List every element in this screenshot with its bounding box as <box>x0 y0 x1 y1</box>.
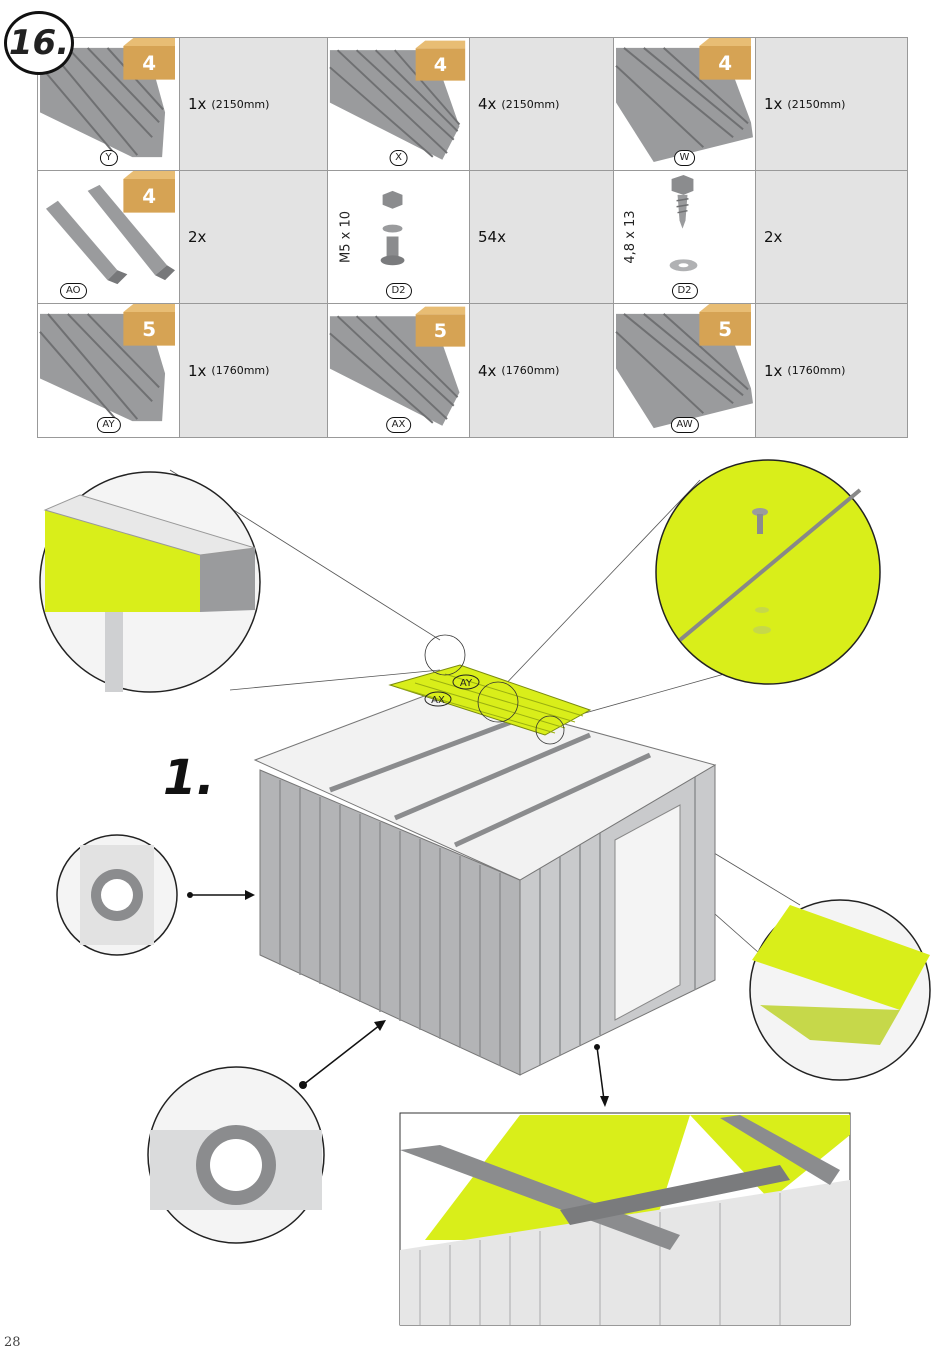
part-quantity-ax: 4x(1760mm) <box>470 304 614 438</box>
part-quantity-w: 1x(2150mm) <box>756 38 908 171</box>
hardware-size-label: 4,8 x 13 <box>623 210 639 264</box>
part-quantity-d2-screw: 2x <box>756 171 908 304</box>
part-image-aw: 5 AW <box>614 304 756 438</box>
svg-text:5: 5 <box>142 318 156 341</box>
part-image-ax: 5 AX <box>328 304 470 438</box>
detail-zoom-level-bottom <box>147 1066 325 1244</box>
part-image-x: 4 X <box>328 38 470 171</box>
svg-text:5: 5 <box>434 320 447 342</box>
assembly-illustration: AY AX <box>39 459 931 1326</box>
part-label: AX <box>385 417 412 433</box>
part-image-d2-bolt: M5 x 10 D2 <box>328 171 470 304</box>
part-quantity-aw: 1x(1760mm) <box>756 304 908 438</box>
part-label: W <box>673 150 696 166</box>
part-label: D2 <box>385 283 412 299</box>
part-quantity-y: 1x(2150mm) <box>180 38 328 171</box>
hardware-size-label: M5 x 10 <box>338 211 354 263</box>
parts-table: 4 Y 1x(2150mm) 4 X 4x(2150mm) 4 W 1x(215… <box>37 37 908 438</box>
svg-text:4: 4 <box>434 54 447 76</box>
part-image-ao: 4 AO <box>38 171 180 304</box>
part-image-w: 4 W <box>614 38 756 171</box>
interior-view <box>399 1112 851 1326</box>
sub-step-number: 1. <box>163 750 215 806</box>
part-quantity-x: 4x(2150mm) <box>470 38 614 171</box>
svg-text:AX: AX <box>431 695 445 706</box>
page-number: 28 <box>4 1335 21 1350</box>
part-label: AY <box>96 417 121 433</box>
part-image-d2-screw: 4,8 x 13 D2 <box>614 171 756 304</box>
step-number-badge: 16. <box>4 11 74 75</box>
svg-text:4: 4 <box>142 52 156 75</box>
part-quantity-ao: 2x <box>180 171 328 304</box>
detail-zoom-level-left <box>56 834 178 956</box>
screw-icon <box>669 174 698 272</box>
shed-body: AY AX <box>253 634 717 1076</box>
roof-panel-icon: 4 <box>615 38 753 163</box>
part-quantity-ay: 1x(1760mm) <box>180 304 328 438</box>
part-label: Y <box>99 150 118 166</box>
bolt-icon <box>380 190 405 266</box>
detail-zoom-overlap <box>749 899 931 1081</box>
roof-panel-icon: 5 <box>39 304 175 422</box>
part-label: X <box>389 150 408 166</box>
part-image-ay: 5 AY <box>38 304 180 438</box>
roof-panel-icon: 5 <box>615 304 753 429</box>
part-label: AW <box>670 417 699 433</box>
part-quantity-d2-bolt: 54x <box>470 171 614 304</box>
detail-zoom-bolt <box>655 459 881 685</box>
roof-panel-icon: 4 <box>329 40 466 160</box>
svg-text:4: 4 <box>718 52 732 75</box>
part-label: D2 <box>671 283 698 299</box>
detail-zoom-corner <box>39 471 261 693</box>
svg-text:4: 4 <box>142 185 156 208</box>
roof-panel-icon: 5 <box>329 306 466 426</box>
part-label: AO <box>60 283 87 299</box>
svg-text:AY: AY <box>460 678 473 689</box>
svg-text:5: 5 <box>718 318 732 341</box>
bracket-icon: 4 <box>45 171 175 285</box>
